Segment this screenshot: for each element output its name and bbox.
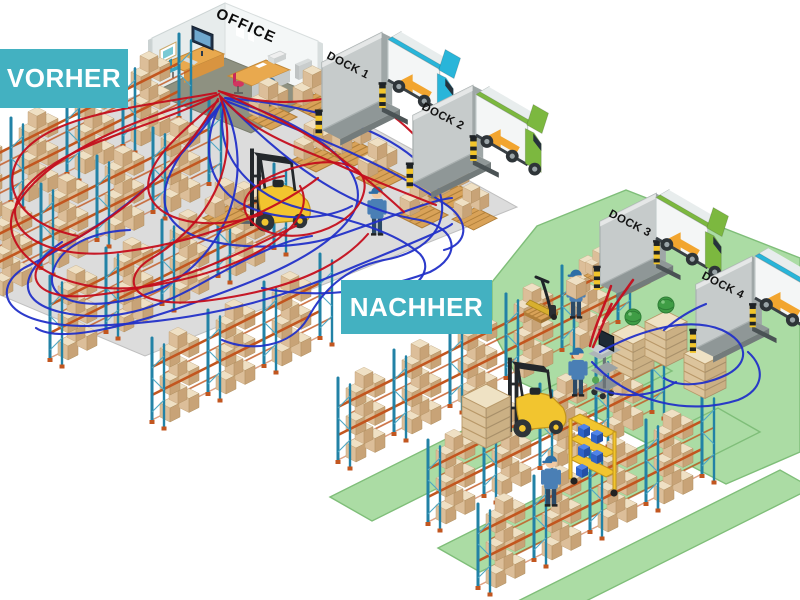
office-chair-red (233, 72, 244, 94)
after-travel-paths (588, 278, 761, 408)
office-printer (267, 50, 287, 64)
before-label-text: VORHER (6, 63, 122, 93)
after-label: NACHHER (341, 280, 492, 334)
office-wall-poster (236, 26, 244, 39)
after-label-text: NACHHER (349, 291, 484, 322)
before-label: VORHER (0, 49, 128, 108)
office-wall-poster (248, 32, 254, 42)
